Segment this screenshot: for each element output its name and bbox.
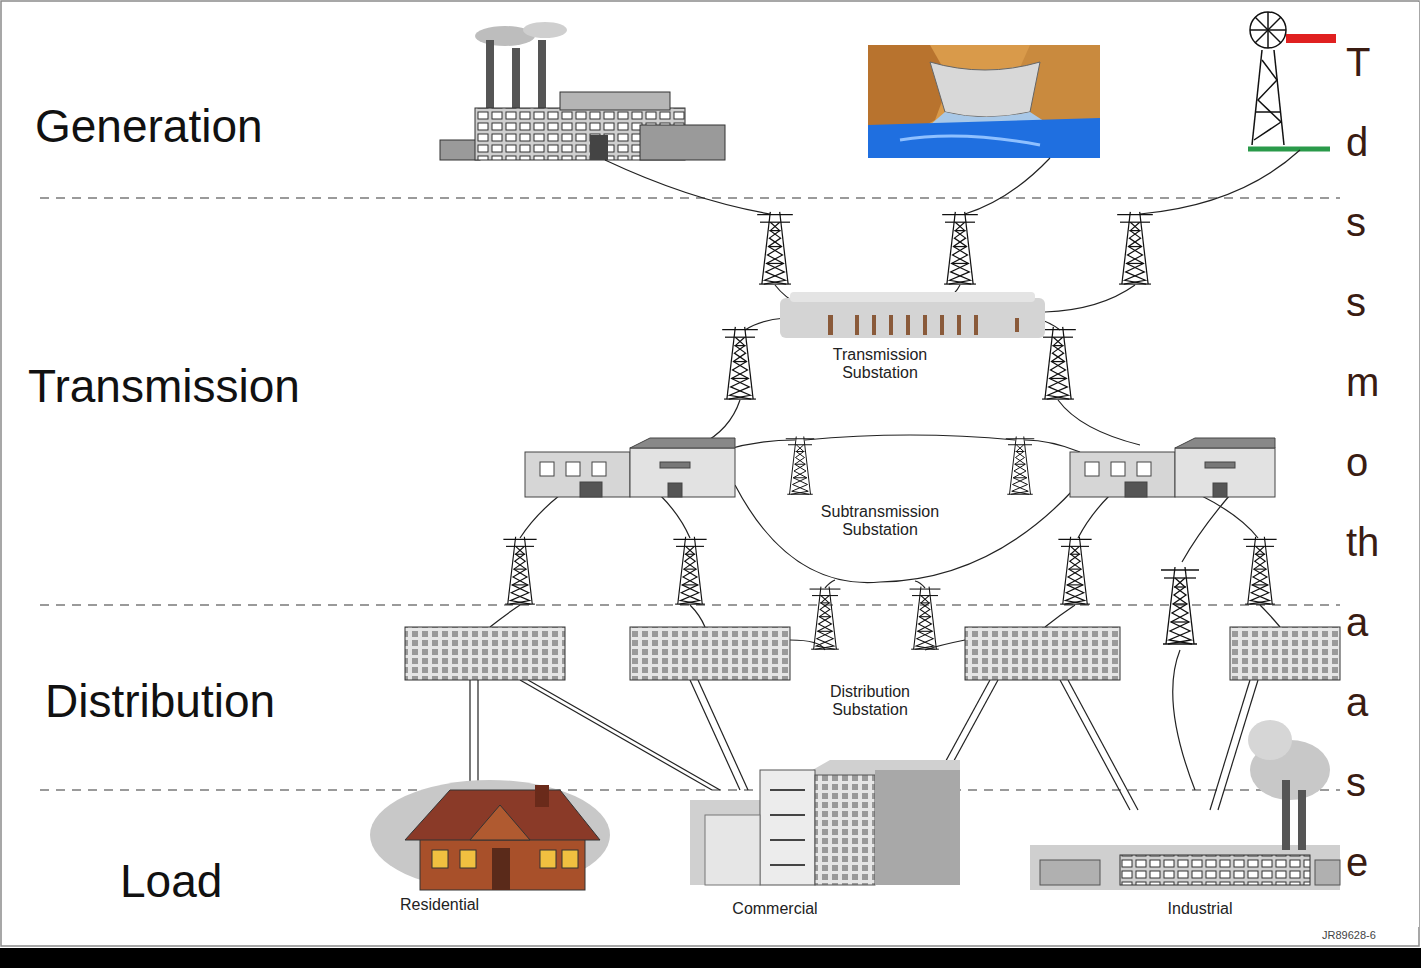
power-line xyxy=(470,150,1300,810)
load-label: Residential xyxy=(400,896,530,914)
substation xyxy=(405,627,1340,680)
power-plant xyxy=(440,22,725,160)
tier-label: Load xyxy=(120,853,320,909)
load-label: Commercial xyxy=(715,900,835,918)
office-building xyxy=(690,760,960,885)
load-label: Industrial xyxy=(1145,900,1255,918)
tier-label: Transmission xyxy=(28,358,368,414)
note-text: T d s s m o th a a s e xyxy=(1346,22,1391,902)
factory xyxy=(1030,720,1340,890)
figure-code: JR89628-6 xyxy=(1322,929,1402,942)
house xyxy=(370,780,610,890)
transmission-tower xyxy=(503,212,1276,649)
substation-label: Subtransmission Substation xyxy=(800,503,960,539)
substation-label: Distribution Substation xyxy=(800,683,940,719)
wind-turbine xyxy=(1248,12,1336,149)
hydro-dam xyxy=(868,45,1100,158)
substation xyxy=(525,438,1275,497)
tier-label: Generation xyxy=(35,98,355,154)
substation xyxy=(780,292,1045,338)
tier-label: Distribution xyxy=(45,673,365,729)
substation-label: Transmission Substation xyxy=(815,346,945,382)
